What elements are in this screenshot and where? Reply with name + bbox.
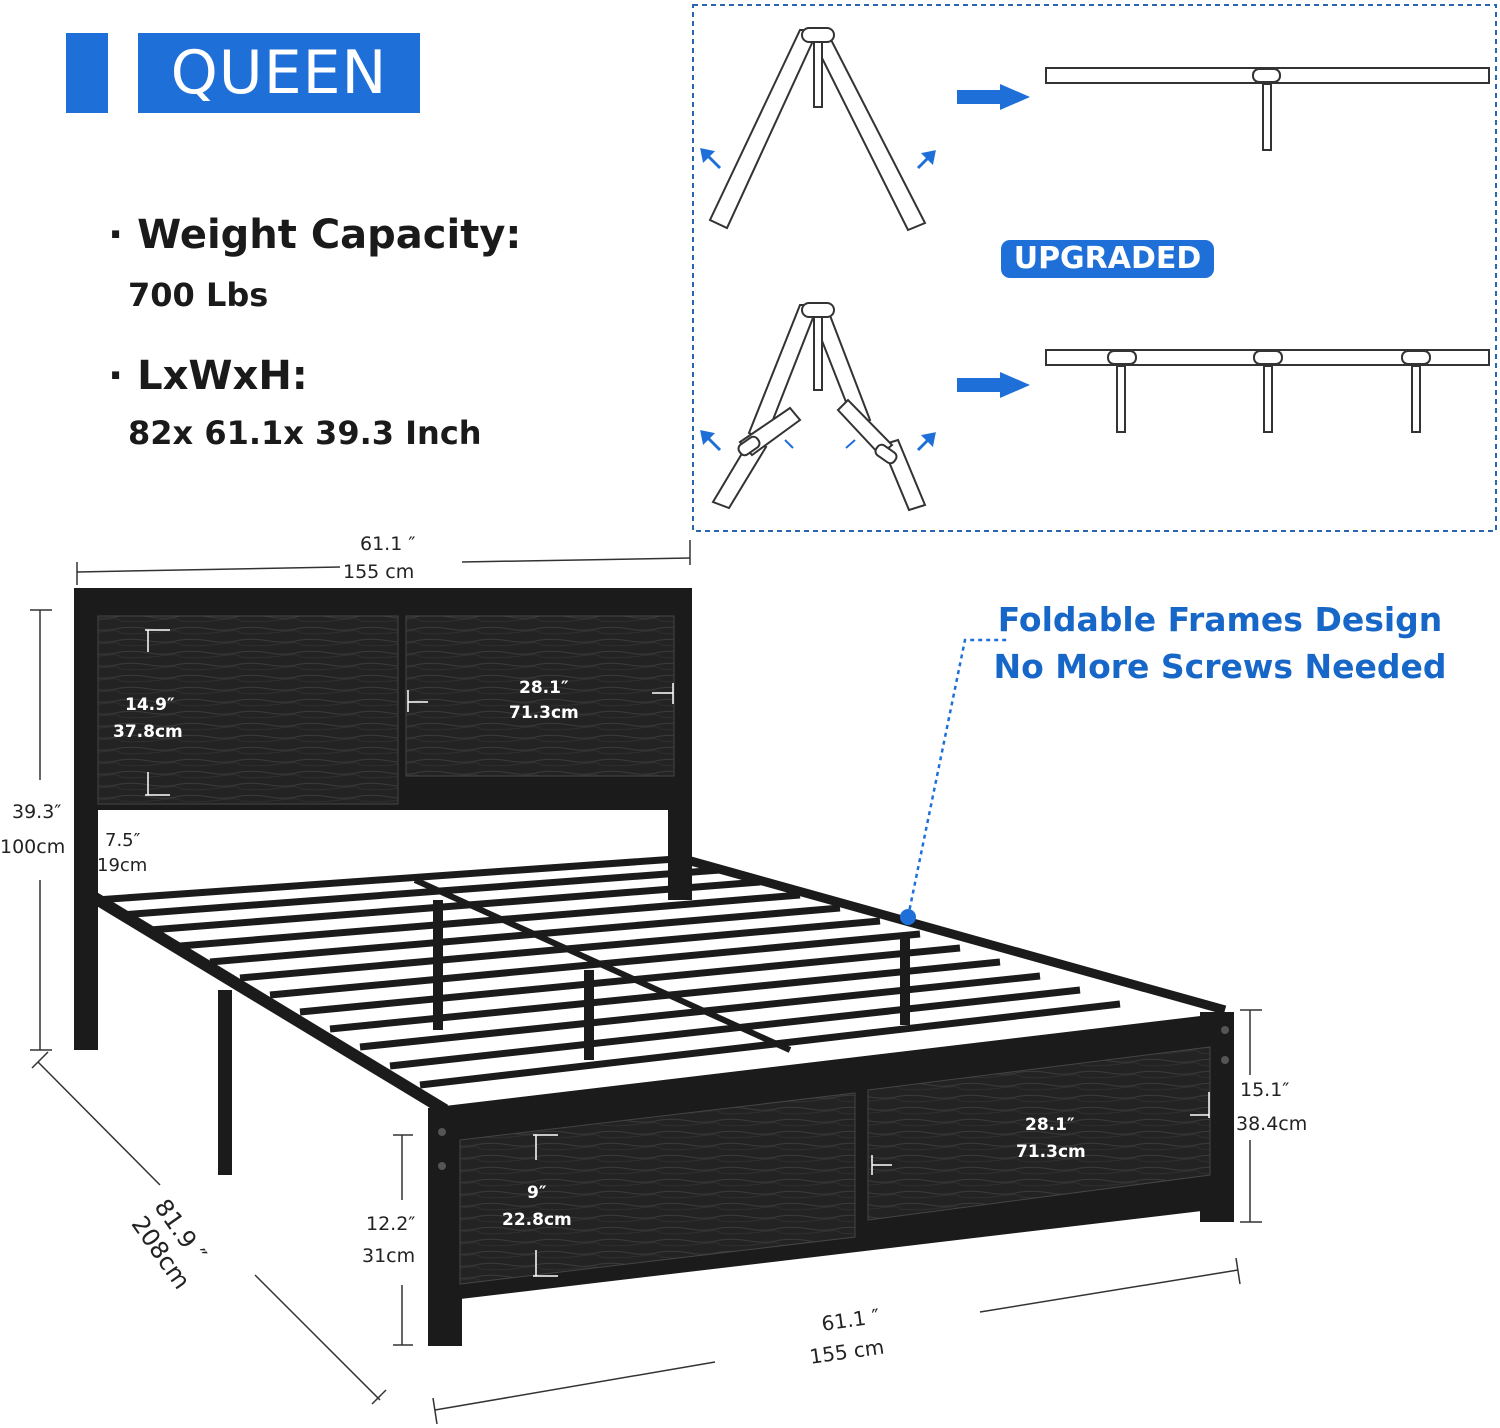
new-fold-diagram <box>711 302 927 512</box>
foot-h-in: 12.2″ <box>366 1213 416 1235</box>
panel-dimension-marks <box>145 629 1210 1277</box>
callout-line1: Foldable Frames Design <box>997 600 1443 639</box>
clearance-in: 7.5″ <box>105 830 141 851</box>
upgraded-badge: UPGRADED <box>1001 240 1214 278</box>
dimensions-label: · LxWxH: <box>108 353 308 399</box>
old-fold-arrows <box>700 148 936 170</box>
center-leg <box>218 990 232 1175</box>
old-fold-diagram <box>708 27 927 232</box>
head-panel-h-cm: 37.8cm <box>113 722 183 742</box>
callout-dot <box>900 909 916 925</box>
foot-total-in: 15.1″ <box>1240 1079 1290 1101</box>
size-tag: QUEEN <box>138 33 420 113</box>
new-fold-arrows <box>700 430 936 452</box>
clearance-cm: 19cm <box>97 855 148 876</box>
head-panel-w-cm: 71.3cm <box>509 703 579 723</box>
top-width-in: 61.1 ″ <box>360 533 416 555</box>
weight-capacity-label: · Weight Capacity: <box>108 212 522 258</box>
foot-panel-w-in: 28.1″ <box>1025 1115 1075 1135</box>
dimensions-value: 82x 61.1x 39.3 Inch <box>128 414 482 452</box>
height-cm: 100cm <box>0 836 66 858</box>
foot-h-cm: 31cm <box>362 1245 416 1267</box>
size-tag-bar <box>66 33 108 113</box>
footboard-top-rail <box>428 1012 1234 1140</box>
center-leg <box>584 970 594 1060</box>
head-panel-h-in: 14.9″ <box>125 695 175 715</box>
old-flat-diagram <box>1045 67 1490 151</box>
footboard-panel-right <box>867 1046 1211 1221</box>
weight-capacity-value: 700 Lbs <box>128 276 269 314</box>
new-flat-diagram <box>1045 349 1490 433</box>
bolts <box>438 1026 1229 1170</box>
center-leg <box>900 935 910 1025</box>
arrow-right-icon <box>957 84 1030 110</box>
footboard-panel-left <box>459 1092 856 1285</box>
dimension-lines <box>30 540 1262 1425</box>
foldable-callout: Foldable Frames Design No More Screws Ne… <box>980 596 1460 690</box>
center-leg <box>433 900 443 1030</box>
side-rail-right <box>678 853 1227 1015</box>
callout-leader-line <box>906 638 1010 918</box>
foot-panel-h-in: 9″ <box>527 1183 547 1203</box>
foot-panel-w-cm: 71.3cm <box>1016 1142 1086 1162</box>
foot-panel-h-cm: 22.8cm <box>502 1210 572 1230</box>
headboard-panel-right <box>405 615 675 777</box>
height-in: 39.3″ <box>12 801 62 823</box>
head-panel-w-in: 28.1″ <box>519 678 569 698</box>
callout-line2: No More Screws Needed <box>993 647 1447 686</box>
top-width-cm: 155 cm <box>343 561 415 583</box>
side-rail-left <box>86 889 449 1116</box>
upgrade-panel-border <box>692 4 1497 532</box>
arrow-right-icon <box>957 372 1030 398</box>
center-rail <box>413 877 792 1053</box>
foot-total-cm: 38.4cm <box>1236 1113 1308 1135</box>
